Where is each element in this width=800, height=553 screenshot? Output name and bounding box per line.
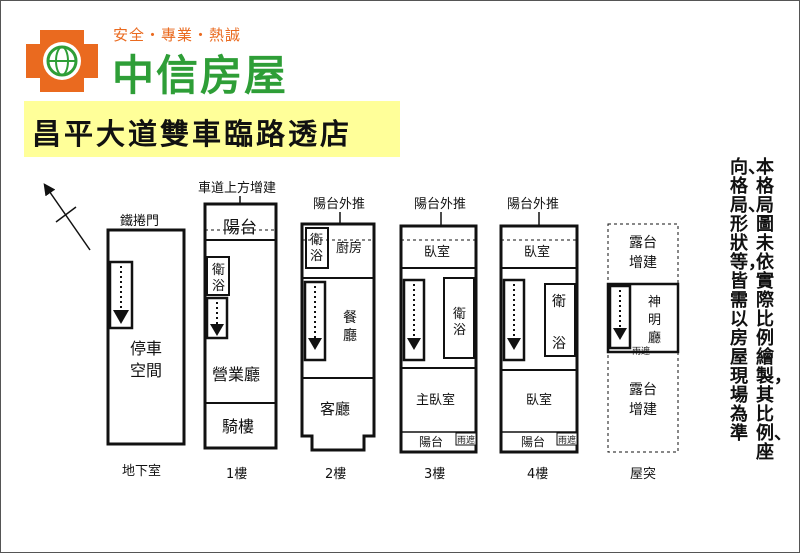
- floor-1: 車道上方增建 陽台 衛 浴 營業廳 騎樓 1樓: [198, 180, 278, 482]
- floor-2: 陽台外推 衛 浴 廚房 餐 廳 客廳 2樓: [300, 197, 376, 482]
- f4-bath-b-label: 浴: [552, 336, 566, 352]
- f3-push-out-label: 陽台外推: [414, 197, 466, 212]
- store-name: 昌平大道雙車臨路透店: [32, 117, 353, 151]
- floor-basement: 鐵捲門 停車 空間 地下室: [106, 213, 186, 479]
- f1-balcony-label: 陽台: [223, 218, 257, 238]
- f2-bath-a-label: 衛: [310, 233, 323, 248]
- f3-label: 3樓: [424, 467, 445, 482]
- floor-3: 陽台外推 臥室 衛 浴 主臥室 陽台 雨遮 3樓: [399, 197, 478, 482]
- living-room-label: 客廳: [320, 400, 350, 418]
- space-label: 空間: [130, 361, 162, 380]
- f4-push-out-label: 陽台外推: [507, 197, 559, 212]
- dining-b-label: 廳: [343, 327, 357, 344]
- f1-bath-b-label: 浴: [212, 279, 225, 294]
- brand-name: 中信房屋: [112, 51, 289, 100]
- parking-label: 停車: [130, 339, 162, 358]
- f3-balcony-label: 陽台: [419, 434, 443, 449]
- f2-label: 2樓: [325, 467, 346, 482]
- f2-bath-b-label: 浴: [310, 249, 323, 264]
- floor-4: 陽台外推 臥室 衛 浴 臥室 陽台 雨遮 4樓: [499, 197, 579, 482]
- master-bedroom-label: 主臥室: [416, 392, 455, 408]
- f4-bath-a-label: 衛: [552, 294, 566, 310]
- shrine-c-label: 廳: [648, 330, 661, 346]
- f4-balcony-label: 陽台: [521, 434, 545, 449]
- f3-bedroom-label: 臥室: [424, 244, 450, 260]
- kitchen-label: 廚房: [336, 240, 362, 256]
- f2-push-out-label: 陽台外推: [313, 197, 365, 212]
- arcade-label: 騎樓: [222, 417, 254, 436]
- brand-logo-icon: [26, 30, 98, 92]
- basement-label: 地下室: [122, 463, 161, 479]
- shrine-b-label: 明: [648, 313, 661, 328]
- roof-extension-a-label: 增建: [629, 255, 657, 271]
- roof-label: 屋突: [630, 466, 656, 482]
- f1-label: 1樓: [226, 467, 247, 482]
- f3-bath-a-label: 衛: [453, 307, 466, 322]
- north-arrow-icon: [43, 183, 91, 251]
- f1-bath-a-label: 衛: [212, 263, 225, 278]
- store-name-banner: 昌平大道雙車臨路透店: [24, 101, 400, 157]
- roof-extension-b-label: 增建: [629, 402, 657, 418]
- f4-bedroom-label: 臥室: [524, 244, 550, 260]
- rolling-door-label: 鐵捲門: [120, 213, 159, 229]
- disclaimer-column-2: 向、格局、形狀等，皆需以房屋現場為準: [730, 157, 766, 444]
- business-hall-label: 營業廳: [212, 365, 260, 384]
- floor-roof: 露台 增建 神 明 廳 雨遮 露台 增建 屋突: [606, 223, 680, 482]
- roof-terrace-b-label: 露台: [629, 382, 657, 398]
- roof-rain-shelter-label: 雨遮: [632, 345, 650, 357]
- brand-slogan: 安全・專業・熱誠: [113, 26, 242, 44]
- roof-terrace-a-label: 露台: [629, 235, 657, 251]
- f3-bath-b-label: 浴: [453, 323, 466, 338]
- dining-a-label: 餐: [343, 310, 357, 326]
- f4-rain-shelter-label: 雨遮: [558, 434, 576, 446]
- f3-rain-shelter-label: 雨遮: [457, 434, 475, 446]
- shrine-a-label: 神: [648, 295, 661, 310]
- driveway-extension-label: 車道上方增建: [198, 180, 276, 196]
- f4-bedroom2-label: 臥室: [526, 392, 552, 408]
- logo-globe-icon: [26, 30, 98, 92]
- f4-label: 4樓: [527, 467, 548, 482]
